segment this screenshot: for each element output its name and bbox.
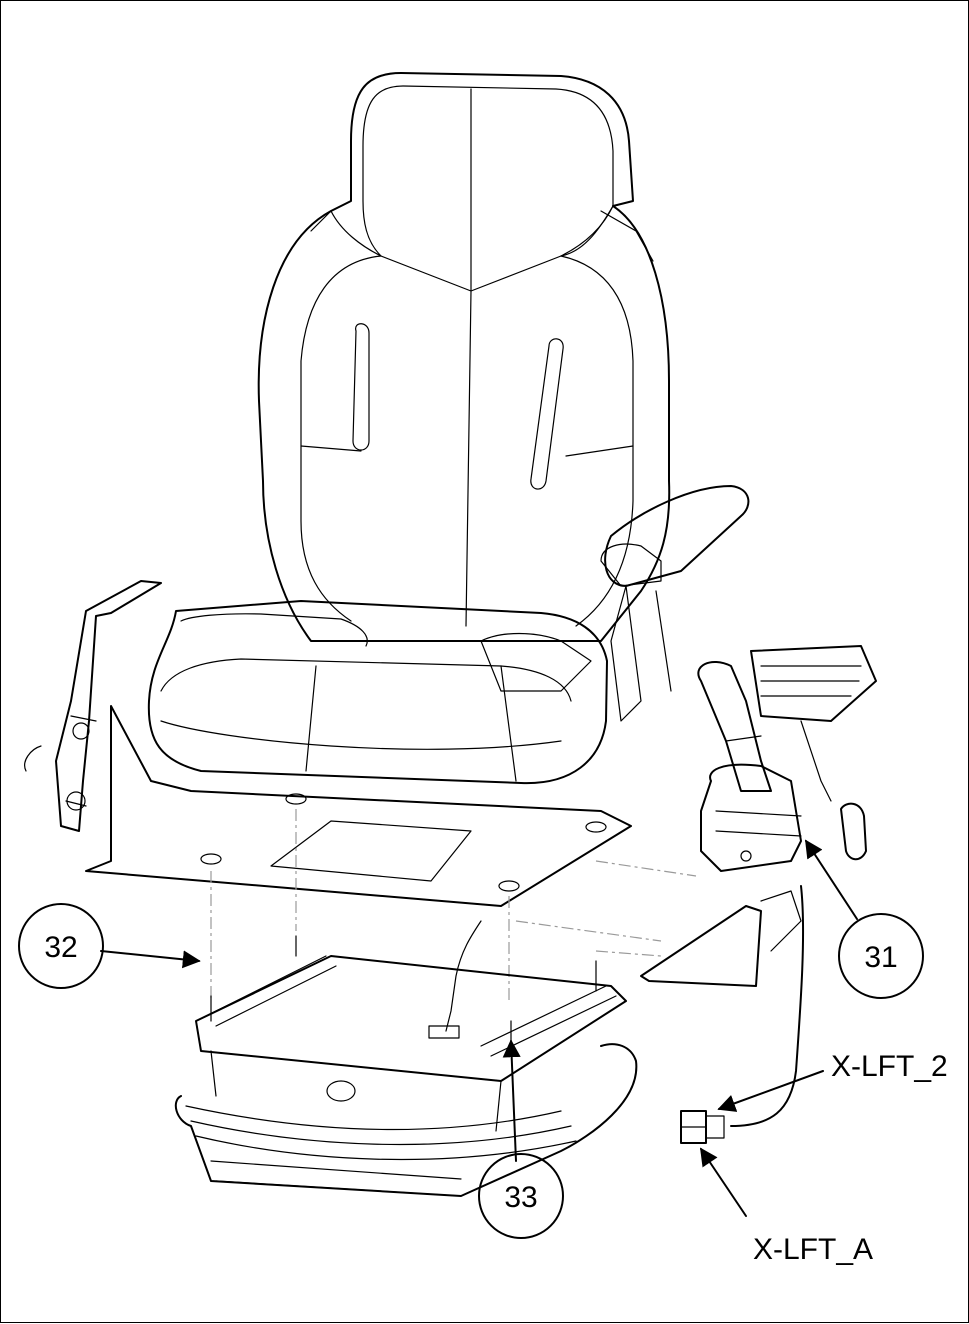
- armrest: [600, 485, 750, 722]
- callout-31-label: 31: [864, 941, 897, 974]
- callout-33: 33: [478, 1153, 564, 1239]
- callout-32: 32: [18, 903, 104, 989]
- callout-33-leader: [502, 1039, 521, 1162]
- callout-32-leader: [100, 950, 201, 969]
- callout-33-label: 33: [504, 1181, 537, 1214]
- left-mount-bracket: [24, 580, 162, 832]
- callout-31-leader: [805, 839, 858, 920]
- seat-backrest: [257, 72, 671, 642]
- x-lft-2-leader: [717, 1070, 824, 1112]
- callout-32-label: 32: [44, 931, 77, 964]
- x-lft-a-leader: [699, 1147, 747, 1217]
- connector-plug: [680, 1110, 725, 1144]
- seat-mounting-plate: [85, 705, 632, 907]
- seat-cushion: [147, 600, 608, 785]
- phantom-alignment-lines: [210, 809, 697, 1001]
- callout-31: 31: [838, 913, 924, 999]
- connector-label-x-lft-2: X-LFT_2: [831, 1050, 948, 1083]
- seat-suspension-base: [174, 920, 638, 1197]
- joystick-control-unit: [640, 645, 877, 1127]
- connector-label-x-lft-a: X-LFT_A: [753, 1233, 873, 1266]
